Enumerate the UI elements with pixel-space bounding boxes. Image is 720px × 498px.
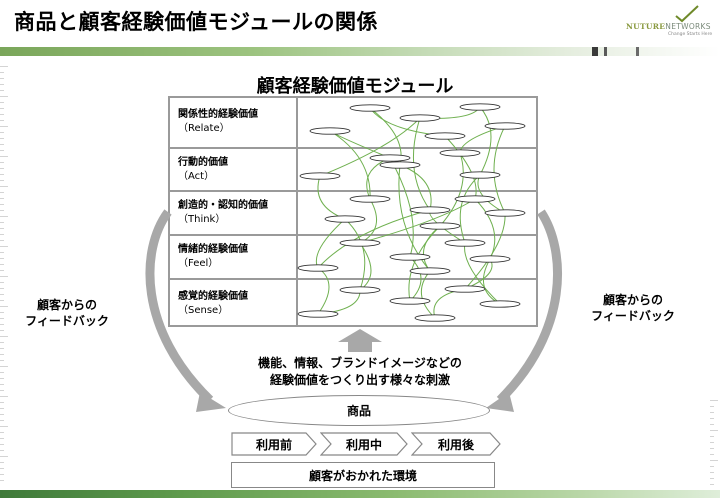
header-bar-block bbox=[592, 47, 598, 56]
module-name: 感覚的経験価値 bbox=[178, 290, 248, 302]
module-sub: （Sense） bbox=[178, 304, 229, 316]
row-divider bbox=[298, 190, 538, 192]
slide-title: 商品と顧客経験価値モジュールの関係 bbox=[14, 10, 379, 34]
module-sub: （Relate） bbox=[178, 122, 230, 134]
module-row-feel: 情緒的経験価値 （Feel） bbox=[168, 236, 298, 280]
phase-chevron bbox=[231, 432, 317, 456]
feedback-left-line-1: 顧客からの bbox=[36, 298, 97, 312]
logo-tagline: Change Starts Here bbox=[668, 32, 713, 37]
row-divider bbox=[298, 234, 538, 236]
module-name: 行動的価値 bbox=[178, 156, 228, 168]
feedback-right-line-2: フィードバック bbox=[591, 309, 675, 323]
feedback-arrowhead-right bbox=[486, 392, 514, 412]
feedback-arrowhead-left bbox=[196, 392, 226, 412]
product-label: 商品 bbox=[346, 404, 371, 418]
header-bar-block bbox=[604, 47, 607, 56]
stimulus-line-1: 機能、情報、ブランドイメージなどの bbox=[258, 356, 462, 370]
phase-before-use: 利用前 bbox=[231, 432, 317, 456]
logo-check-icon bbox=[675, 5, 699, 23]
header-bar bbox=[0, 47, 720, 56]
product-ellipse: 商品 bbox=[228, 395, 490, 426]
feedback-label-left: 顧客からの フィードバック bbox=[12, 297, 122, 329]
phase-after-use: 利用後 bbox=[411, 432, 501, 456]
stimulus-label: 機能、情報、ブランドイメージなどの 経験価値をつくり出す様々な刺激 bbox=[230, 355, 490, 389]
module-name: 情緒的経験価値 bbox=[178, 244, 248, 255]
header-bar-block bbox=[636, 47, 639, 56]
phase-label: 利用前 bbox=[255, 437, 292, 452]
module-sub: （Think） bbox=[178, 214, 226, 225]
module-row-relate: 関係性的経験価値 （Relate） bbox=[168, 96, 298, 149]
feedback-label-right: 顧客からの フィードバック bbox=[578, 292, 688, 324]
row-divider bbox=[298, 147, 538, 149]
row-divider bbox=[298, 278, 538, 280]
module-name: 創造的・認知的価値 bbox=[178, 200, 268, 211]
phase-chevron bbox=[320, 432, 408, 456]
left-ruler bbox=[0, 66, 8, 481]
company-logo: NUTURENETWORKS Change Starts Here bbox=[626, 4, 718, 42]
phase-label: 利用中 bbox=[345, 437, 382, 452]
phase-during-use: 利用中 bbox=[320, 432, 408, 456]
phase-label: 利用後 bbox=[437, 437, 474, 452]
module-row-act: 行動的価値 （Act） bbox=[168, 149, 298, 192]
footer-bar bbox=[0, 490, 720, 498]
right-ruler bbox=[710, 400, 718, 485]
module-row-think: 創造的・認知的価値 （Think） bbox=[168, 192, 298, 236]
logo-wordmark: NUTURENETWORKS bbox=[626, 22, 711, 31]
environment-box: 顧客がおかれた環境 bbox=[231, 462, 495, 488]
module-sub: （Feel） bbox=[178, 258, 219, 269]
module-sub: （Act） bbox=[178, 170, 215, 182]
logo-brand-main: NUTURE bbox=[626, 22, 666, 31]
module-name: 関係性的経験価値 bbox=[178, 108, 258, 120]
feedback-right-line-1: 顧客からの bbox=[602, 293, 663, 307]
feedback-left-line-2: フィードバック bbox=[25, 314, 109, 328]
phase-chevron bbox=[411, 432, 501, 456]
module-row-sense: 感覚的経験価値 （Sense） bbox=[168, 280, 298, 327]
diagram-title: 顧客経験価値モジュール bbox=[256, 76, 454, 97]
environment-label: 顧客がおかれた環境 bbox=[308, 468, 417, 483]
stimulus-line-2: 経験価値をつくり出す様々な刺激 bbox=[269, 373, 450, 387]
logo-brand-sub: NETWORKS bbox=[665, 22, 711, 31]
stimulus-arrow bbox=[338, 329, 382, 352]
